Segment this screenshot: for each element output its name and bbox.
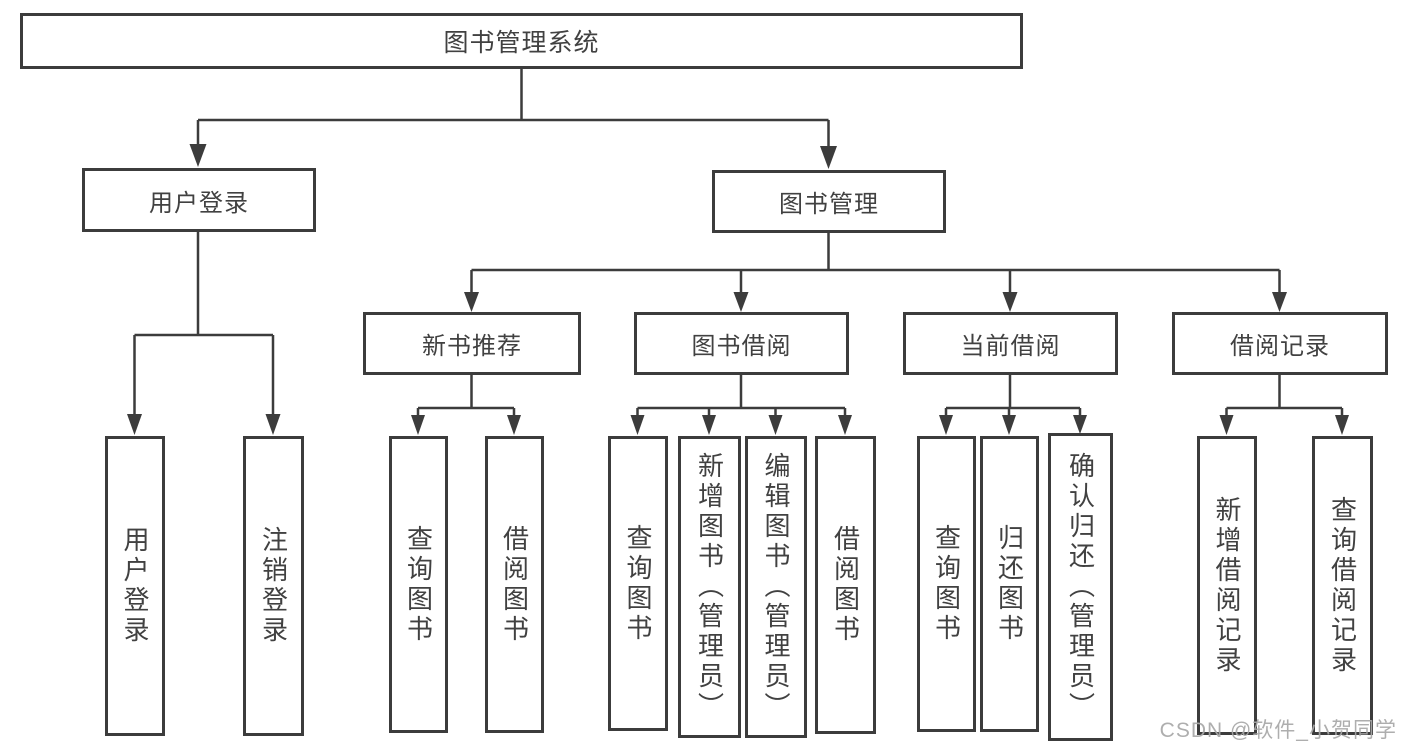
- leaf-add-books-admin: 新增图书（管理员）: [678, 436, 741, 738]
- leaf-borrow-books-recommend: 借阅图书: [485, 436, 544, 733]
- node-borrow-records: 借阅记录: [1172, 312, 1388, 375]
- leaf-add-borrow-record: 新增借阅记录: [1197, 436, 1257, 735]
- csdn-watermark: CSDN @软件_小贺同学: [1159, 719, 1397, 742]
- leaf-borrow-books: 借阅图书: [815, 436, 876, 734]
- node-new-book-recommend: 新书推荐: [363, 312, 581, 375]
- leaf-query-borrow-record: 查询借阅记录: [1312, 436, 1373, 735]
- arrowheads: [127, 144, 1349, 435]
- leaf-query-books-current: 查询图书: [917, 436, 976, 732]
- leaf-confirm-return-admin: 确认归还（管理员）: [1048, 433, 1113, 741]
- node-current-borrow: 当前借阅: [903, 312, 1118, 375]
- node-book-management: 图书管理: [712, 170, 946, 233]
- leaf-query-books-recommend: 查询图书: [389, 436, 448, 733]
- leaf-query-books-borrow: 查询图书: [608, 436, 668, 731]
- node-library-management-system: 图书管理系统: [20, 13, 1023, 69]
- leaf-edit-books-admin: 编辑图书（管理员）: [745, 436, 807, 738]
- node-user-login: 用户登录: [82, 168, 316, 232]
- node-book-borrow: 图书借阅: [634, 312, 849, 375]
- leaf-logout: 注销登录: [243, 436, 304, 736]
- leaf-return-books: 归还图书: [980, 436, 1039, 732]
- leaf-user-login: 用户登录: [105, 436, 165, 736]
